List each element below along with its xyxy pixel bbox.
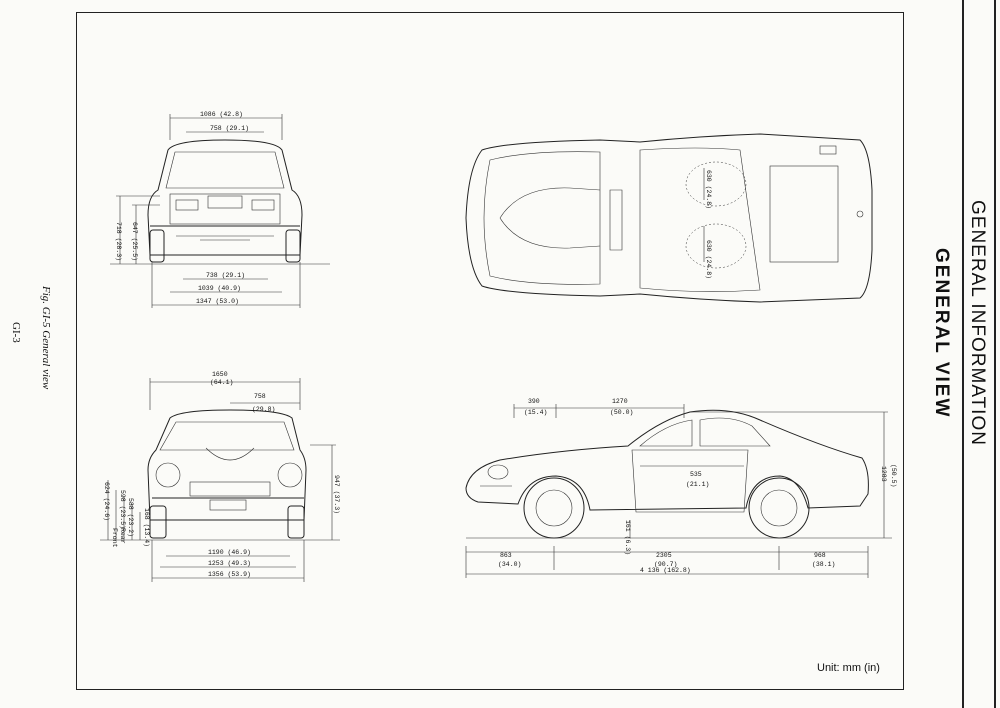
dim-label: 2305 — [656, 552, 672, 559]
dim-label: (50.5) — [890, 464, 897, 487]
dim-label: 718 (28.3) — [115, 222, 122, 261]
side-view-dimensions: 390 (15.4) 1270 (50.0) 535 (21.1) 1283 (… — [465, 398, 897, 578]
dim-label: 647 (25.5) — [131, 222, 138, 261]
rear-view-car — [147, 139, 303, 263]
dim-label: 863 — [500, 552, 512, 559]
front-view-car — [147, 409, 307, 539]
side-view-car — [465, 409, 869, 539]
dim-label: 1356 (53.9) — [208, 571, 251, 578]
dim-label: 161 (6.3) — [624, 520, 631, 555]
dim-label: (15.4) — [524, 409, 547, 416]
dim-label: 1190 (46.9) — [208, 549, 251, 556]
dim-label: 1039 (40.9) — [198, 285, 241, 292]
dim-label: 598 (23.5) — [119, 490, 126, 529]
drawing-frame — [76, 12, 904, 690]
section-rule — [994, 0, 996, 708]
dim-label: (90.7) — [654, 561, 677, 568]
dim-label: 758 — [254, 393, 266, 400]
dim-label: 588 (23.2) — [127, 498, 134, 537]
dim-label: 968 — [814, 552, 826, 559]
dim-label: 630 (24.8) — [705, 170, 712, 209]
dim-label: 168 (13.4) — [143, 508, 150, 547]
dim-label: (64.1) — [210, 379, 233, 386]
dim-label: (21.1) — [686, 481, 709, 488]
dim-label: 1347 (53.0) — [196, 298, 239, 305]
dim-label: 947 (37.3) — [333, 475, 340, 514]
dim-label: 630 (24.8) — [705, 240, 712, 279]
unit-label: Unit: mm (in) — [817, 662, 880, 674]
dim-label: 4 136 (162.8) — [640, 567, 691, 574]
front-view-dimensions: 1650 (64.1) 758 (29.8) 947 (37.3) 624 (2… — [100, 371, 340, 582]
dim-label: Front — [111, 528, 118, 548]
dim-label: 624 (24.6) — [103, 482, 110, 521]
dim-label: 1650 — [212, 371, 228, 378]
section-rule — [962, 0, 964, 708]
rear-view-dimensions: 1086 (42.8) 758 (29.1) 718 (28.3) 647 (2… — [110, 111, 330, 308]
dim-label: 1253 (49.3) — [208, 560, 251, 567]
dim-label: (38.1) — [812, 561, 835, 568]
top-view-dimensions: 630 (24.8) 630 (24.8) — [703, 168, 712, 279]
dim-label: 535 — [690, 471, 702, 478]
dim-label: 1283 — [880, 466, 887, 482]
dim-label: 1086 (42.8) — [200, 111, 243, 118]
dim-label: 1270 — [612, 398, 628, 405]
dim-label: 390 — [528, 398, 540, 405]
dim-label: 738 (29.1) — [206, 272, 245, 279]
dim-label: (50.0) — [610, 409, 633, 416]
dim-label: Rear — [119, 528, 126, 544]
top-view-car — [465, 133, 873, 303]
dim-label: 758 (29.1) — [210, 125, 249, 132]
dim-label: (34.0) — [498, 561, 521, 568]
dim-label: (29.8) — [252, 406, 275, 413]
